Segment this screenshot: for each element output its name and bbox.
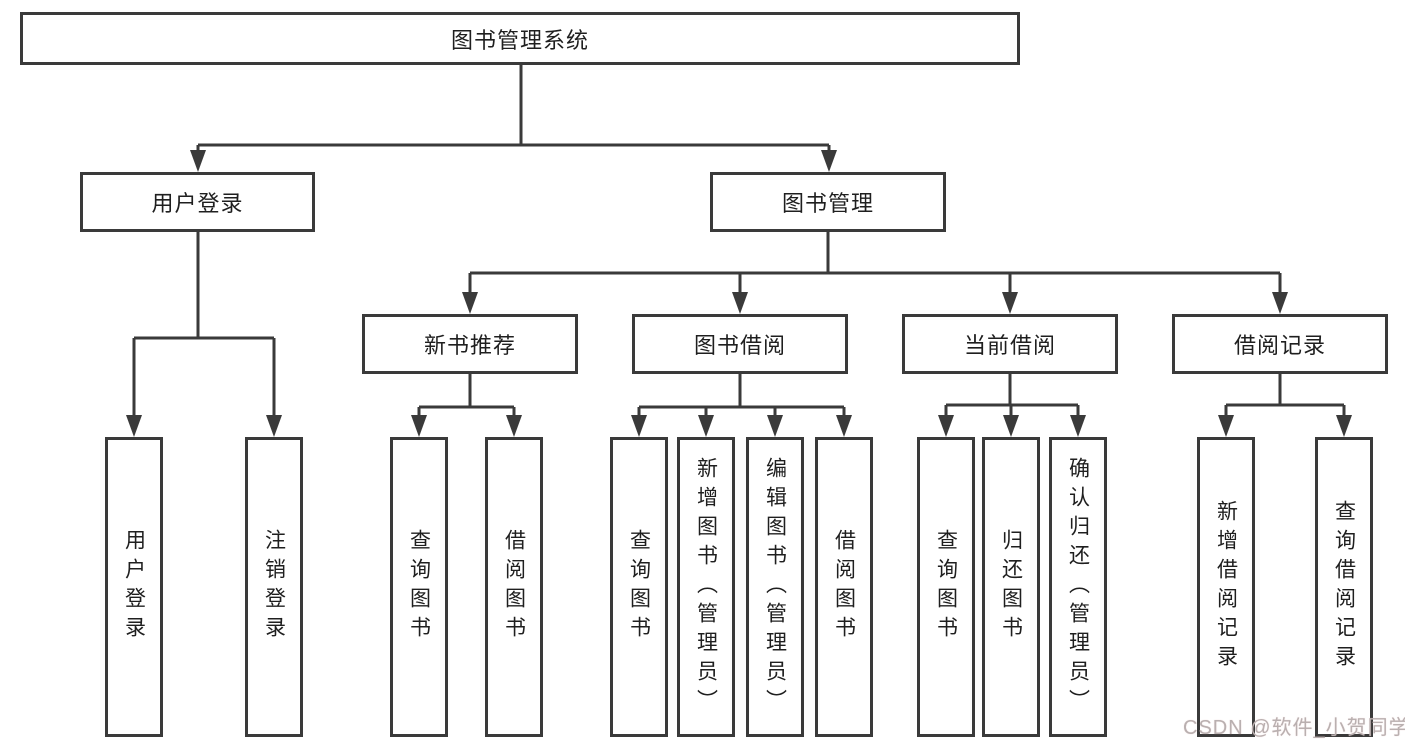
node-label: 查询图书 xyxy=(407,529,431,645)
leaf-confirm-return-admin: 确认归还（管理员） xyxy=(1049,437,1107,737)
node-label: 当前借阅 xyxy=(963,333,1056,358)
leaf-borrow-books-1: 借阅图书 xyxy=(485,437,543,737)
node-label: 确认归还（管理员） xyxy=(1066,456,1090,718)
node-label: 图书管理 xyxy=(781,191,874,216)
node-label: 编辑图书（管理员） xyxy=(763,456,787,718)
node-label: 图书管理系统 xyxy=(450,27,589,53)
node-label: 图书借阅 xyxy=(693,333,786,358)
leaf-return-book: 归还图书 xyxy=(982,437,1040,737)
csdn-watermark: CSDN @软件_小贺同学 xyxy=(1183,717,1405,739)
leaf-borrow-books-2: 借阅图书 xyxy=(815,437,873,737)
leaf-logout: 注销登录 xyxy=(245,437,303,737)
leaf-query-borrow-record: 查询借阅记录 xyxy=(1315,437,1373,737)
node-label: 注销登录 xyxy=(262,529,286,645)
leaf-query-books-2: 查询图书 xyxy=(610,437,668,737)
node-book-borrow: 图书借阅 xyxy=(632,314,848,374)
node-user-login: 用户登录 xyxy=(80,172,315,232)
node-label: 查询图书 xyxy=(934,529,958,645)
leaf-add-book-admin: 新增图书（管理员） xyxy=(677,437,735,737)
leaf-edit-book-admin: 编辑图书（管理员） xyxy=(746,437,804,737)
node-book-management: 图书管理 xyxy=(710,172,946,232)
node-label: 查询借阅记录 xyxy=(1332,500,1356,674)
leaf-query-books-3: 查询图书 xyxy=(917,437,975,737)
node-label: 归还图书 xyxy=(999,529,1023,645)
leaf-user-login: 用户登录 xyxy=(105,437,163,737)
node-label: 用户登录 xyxy=(122,529,146,645)
node-label: 用户登录 xyxy=(151,191,244,216)
node-current-borrow: 当前借阅 xyxy=(902,314,1118,374)
node-label: 借阅图书 xyxy=(832,529,856,645)
node-new-book-recommend: 新书推荐 xyxy=(362,314,578,374)
leaf-add-borrow-record: 新增借阅记录 xyxy=(1197,437,1255,737)
leaf-query-books-1: 查询图书 xyxy=(390,437,448,737)
node-borrow-records: 借阅记录 xyxy=(1172,314,1388,374)
node-library-management-system: 图书管理系统 xyxy=(20,12,1020,65)
node-label: 新书推荐 xyxy=(423,333,516,358)
node-label: 借阅图书 xyxy=(502,529,526,645)
node-label: 借阅记录 xyxy=(1233,333,1326,358)
node-label: 查询图书 xyxy=(627,529,651,645)
node-label: 新增借阅记录 xyxy=(1214,500,1238,674)
node-label: 新增图书（管理员） xyxy=(694,456,718,718)
